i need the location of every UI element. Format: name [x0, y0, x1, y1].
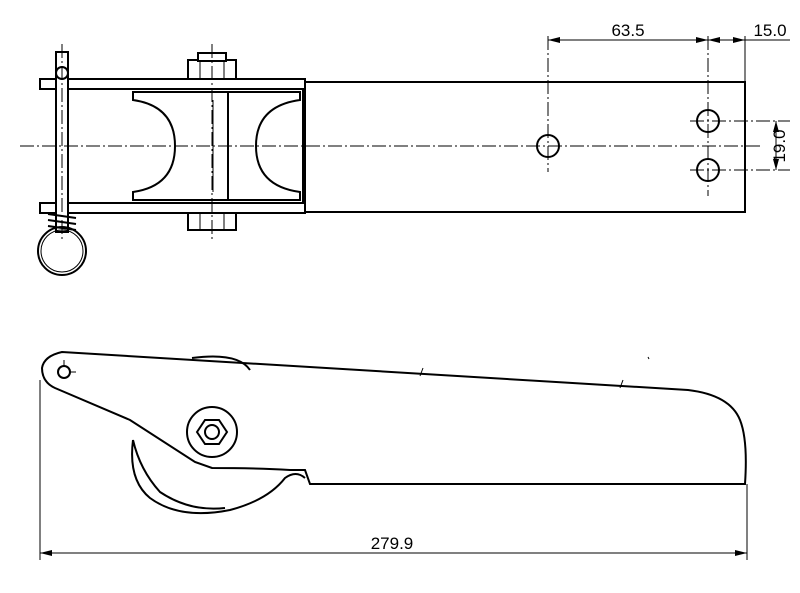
hinge-pin-hole: [57, 365, 71, 379]
edge-tick-2: [619, 379, 624, 389]
top-view: [20, 36, 790, 276]
arm-body: [40, 350, 747, 485]
stray-mark: [647, 356, 650, 360]
dim-63-arrow-right: [696, 37, 708, 43]
overall-length-label: 279.9: [371, 534, 414, 553]
edge-tick-1: [419, 367, 424, 377]
dim-15-arrow-right: [733, 37, 745, 43]
overall-length-dimension: 279.9: [39, 380, 748, 560]
pull-ring: [37, 226, 87, 276]
dim-15-arrow-left: [708, 37, 720, 43]
roller-wheel-front: [132, 439, 226, 510]
roller-wheel: [131, 355, 306, 515]
bolt-washer: [186, 406, 238, 458]
dim-63-label: 63.5: [611, 21, 644, 40]
bolt-shank: [204, 424, 220, 440]
bolt-hex-head: [195, 419, 229, 445]
overall-arrow-left: [40, 550, 52, 556]
dim-19-arrow-bottom: [773, 159, 779, 170]
dim-15-label: 15.0: [753, 21, 786, 40]
dim-19-label: 19.0: [770, 129, 789, 162]
bottom-rail: [39, 202, 306, 214]
dim-19-arrow-top: [773, 121, 779, 132]
side-view: [40, 350, 747, 515]
overall-arrow-right: [735, 550, 747, 556]
pull-ring-inner: [40, 229, 84, 273]
top-view-plate: [304, 81, 746, 213]
top-rail: [39, 78, 306, 90]
top-dimensions: 63.5 15.0 19.0: [548, 21, 790, 170]
roller-section-hatched: [227, 91, 301, 201]
dim-63-arrow-left: [548, 37, 560, 43]
